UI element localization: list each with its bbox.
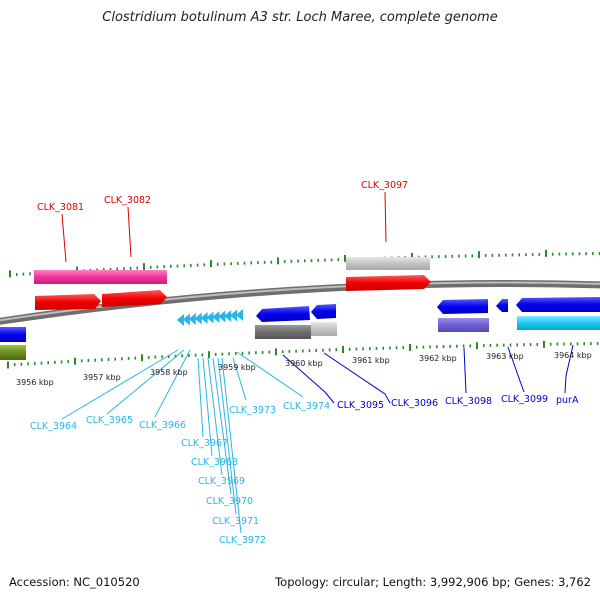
gene-block-grey[interactable]: [346, 257, 430, 270]
leader-line: [323, 352, 391, 404]
cyan-gene-arrow[interactable]: [236, 309, 243, 321]
leader-line: [106, 349, 185, 415]
gene-label-clk3099[interactable]: CLK_3099: [501, 394, 548, 405]
gene-arrow-blue-2[interactable]: [311, 304, 336, 319]
scale-label: 3961 kbp: [352, 356, 390, 365]
leader-line: [507, 346, 525, 393]
gene-block-violet[interactable]: [438, 318, 489, 332]
genome-stats-text: Topology: circular; Length: 3,992,906 bp…: [275, 575, 591, 589]
lower-tick-row: [7, 340, 599, 369]
gene-label-clk3965[interactable]: CLK_3965: [86, 415, 133, 426]
cyan-gene-arrow[interactable]: [206, 311, 214, 324]
scale-label: 3962 kbp: [419, 354, 457, 363]
cyan-gene-cluster[interactable]: [177, 309, 243, 326]
gene-label-clk3082[interactable]: CLK_3082: [104, 195, 151, 206]
scale-label: 3956 kbp: [16, 378, 54, 387]
leader-line: [127, 206, 132, 258]
gene-arrow-blue-4[interactable]: [496, 299, 508, 312]
gene-label-clk3971[interactable]: CLK_3971: [212, 516, 259, 527]
gene-block-olive[interactable]: [0, 345, 26, 360]
gene-label-clk3964[interactable]: CLK_3964: [30, 421, 77, 432]
gene-block-light-grey[interactable]: [311, 322, 337, 336]
leader-line: [61, 213, 67, 263]
scale-label: 3959 kbp: [218, 363, 256, 372]
gene-arrow-blue-1[interactable]: [256, 306, 310, 322]
gene-label-clk3095[interactable]: CLK_3095: [337, 400, 384, 411]
leader-line: [282, 354, 335, 404]
gene-arrow-red-1[interactable]: [35, 294, 101, 310]
leader-line: [463, 347, 467, 394]
leader-line: [564, 344, 574, 394]
cyan-gene-arrow[interactable]: [194, 312, 202, 325]
leader-line: [236, 351, 304, 398]
gene-label-clk3097[interactable]: CLK_3097: [361, 180, 408, 191]
gene-label-pura[interactable]: purA: [556, 395, 579, 406]
scale-label: 3958 kbp: [150, 368, 188, 377]
leader-line: [61, 349, 179, 420]
genome-backbone: [0, 280, 600, 325]
cyan-gene-arrow[interactable]: [230, 309, 238, 322]
gene-label-clk3973[interactable]: CLK_3973: [229, 405, 276, 416]
cyan-gene-arrow[interactable]: [218, 310, 226, 323]
cyan-gene-arrow[interactable]: [188, 313, 196, 325]
scale-label: 3964 kbp: [554, 351, 592, 360]
gene-block-dark-grey[interactable]: [255, 325, 311, 339]
gene-label-clk3972[interactable]: CLK_3972: [219, 535, 266, 546]
gene-label-clk3970[interactable]: CLK_3970: [206, 496, 253, 507]
scale-label: 3963 kbp: [486, 352, 524, 361]
gene-label-clk3967[interactable]: CLK_3967: [181, 438, 228, 449]
gene-label-clk3969[interactable]: CLK_3969: [198, 476, 245, 487]
leader-line: [197, 357, 204, 438]
scale-labels: 3956 kbp 3957 kbp 3958 kbp 3959 kbp 3960…: [16, 351, 592, 387]
gene-label-clk3098[interactable]: CLK_3098: [445, 396, 492, 407]
gene-label-clk3968[interactable]: CLK_3968: [191, 457, 238, 468]
genome-title: Clostridium botulinum A3 str. Loch Maree…: [102, 10, 498, 25]
gene-arrow-blue-3[interactable]: [437, 299, 488, 314]
scale-label: 3960 kbp: [285, 359, 323, 368]
accession-text: Accession: NC_010520: [9, 575, 140, 589]
leader-line: [154, 349, 191, 418]
leader-line: [221, 357, 242, 534]
gene-arrow-red-3[interactable]: [346, 275, 431, 291]
leader-line: [212, 357, 232, 495]
leader-line: [202, 357, 213, 457]
cyan-gene-arrow[interactable]: [224, 310, 232, 322]
leader-line: [217, 357, 237, 515]
gene-arrow-red-2[interactable]: [102, 290, 167, 307]
cyan-gene-arrow[interactable]: [182, 313, 190, 326]
gene-block-pink[interactable]: [34, 270, 167, 284]
gene-block-blue-left[interactable]: [0, 327, 26, 342]
gene-label-clk3081[interactable]: CLK_3081: [37, 202, 84, 213]
leader-line: [232, 357, 247, 401]
gene-arrow-blue-5[interactable]: [516, 297, 600, 312]
gene-label-clk3096[interactable]: CLK_3096: [391, 398, 438, 409]
cyan-gene-arrow[interactable]: [200, 312, 208, 324]
cyan-gene-arrow[interactable]: [212, 311, 220, 323]
cyan-gene-arrow[interactable]: [177, 314, 184, 326]
leader-line: [207, 357, 223, 476]
leader-lines: [61, 191, 574, 534]
scale-label: 3957 kbp: [83, 373, 121, 382]
leader-line: [384, 191, 387, 243]
gene-label-clk3966[interactable]: CLK_3966: [139, 420, 186, 431]
gene-label-clk3974[interactable]: CLK_3974: [283, 401, 330, 412]
gene-block-cyan[interactable]: [517, 316, 600, 330]
